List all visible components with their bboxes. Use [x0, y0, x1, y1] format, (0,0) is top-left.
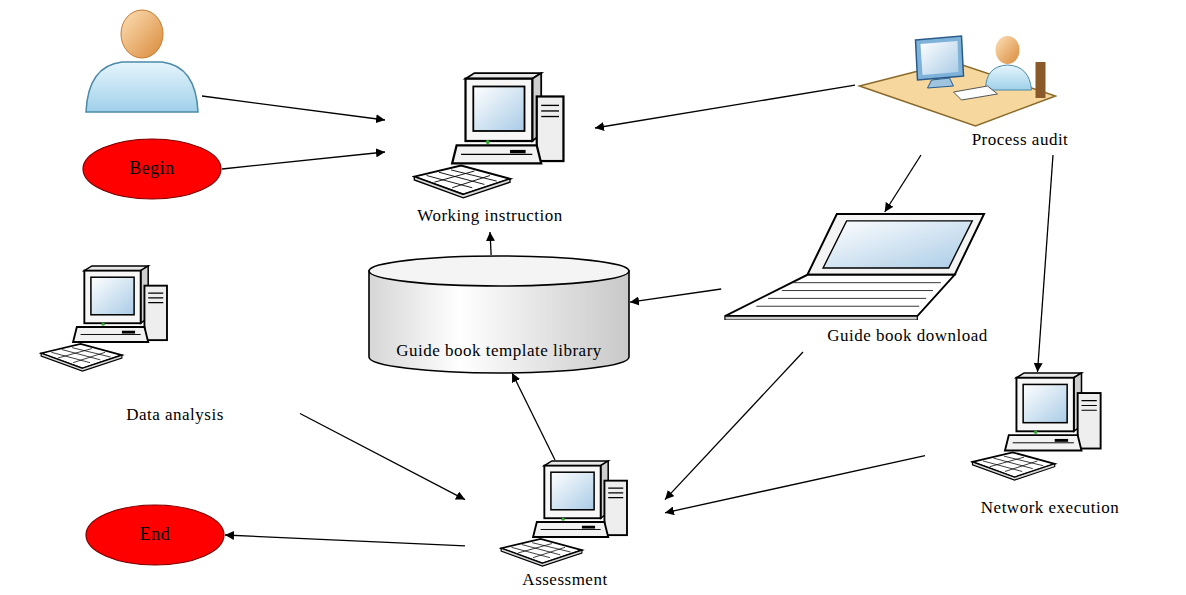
station-node: Network execution: [925, 372, 1175, 524]
flow-arrow: [665, 456, 925, 513]
node-label: Data analysis: [30, 405, 320, 425]
node-label: Process audit: [910, 130, 1130, 150]
station-node: Process audit: [855, 28, 1075, 155]
desk-icon: [855, 28, 1060, 128]
pc-icon: [930, 372, 1145, 482]
flow-arrow: [665, 352, 803, 500]
terminal-label: End: [85, 524, 225, 544]
database-cylinder: Guide book template library: [368, 255, 630, 373]
flow-arrow: [630, 289, 721, 302]
laptop-shape: [725, 214, 984, 320]
flow-arrow: [595, 85, 855, 128]
node-label: Working instruction: [385, 206, 595, 226]
terminal-label: Begin: [82, 158, 222, 178]
terminal-ellipse: End: [85, 504, 225, 566]
pc-shape: [501, 461, 627, 566]
flow-arrow: [885, 155, 921, 212]
person-body: [86, 62, 198, 112]
pc-icon: [465, 460, 665, 568]
person-head: [121, 10, 163, 58]
flow-arrow: [490, 232, 491, 255]
terminal-ellipse: Begin: [82, 138, 222, 200]
station-node: Assessment: [465, 460, 665, 592]
node-label: Assessment: [465, 570, 665, 590]
station-node: Guide book download: [721, 212, 994, 352]
node-label: Guide book download: [771, 326, 1044, 346]
pc-icon: [385, 72, 595, 200]
pc-shape: [414, 73, 563, 198]
ellipse-fill: [83, 139, 221, 199]
person-figure: [86, 10, 198, 112]
cylinder-top: [369, 256, 629, 286]
flow-arrow: [300, 414, 465, 500]
person-link: [202, 96, 385, 120]
pc-icon: [10, 265, 200, 373]
station-node: Data analysis: [10, 265, 300, 430]
station-node: Working instruction: [385, 72, 595, 232]
node-label: Network execution: [925, 498, 1175, 518]
ellipse-fill: [86, 505, 224, 565]
laptop-icon: [721, 212, 986, 320]
desk-shape: [860, 36, 1056, 126]
pc-shape: [41, 266, 167, 371]
node-label: Guide book template library: [368, 341, 630, 361]
flow-arrow: [225, 535, 465, 546]
flow-arrow: [1038, 155, 1054, 372]
flow-arrow: [222, 152, 385, 169]
pc-shape: [972, 373, 1100, 480]
flow-arrow: [512, 373, 555, 460]
